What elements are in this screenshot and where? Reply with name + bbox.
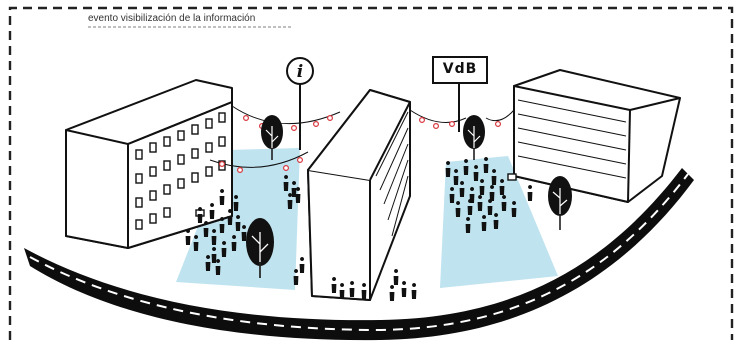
person-figure xyxy=(295,187,301,203)
person-figure xyxy=(219,189,225,205)
person-figure xyxy=(205,255,211,271)
info-sign xyxy=(286,57,314,85)
road-markings xyxy=(29,173,689,332)
person-figure xyxy=(211,229,217,245)
person-figure xyxy=(487,199,493,215)
person-figure xyxy=(339,283,345,299)
person-figure xyxy=(233,195,239,211)
person-figure xyxy=(209,203,215,219)
person-figure xyxy=(241,225,247,241)
person-figure xyxy=(493,213,499,229)
building-left-windows xyxy=(135,112,226,230)
person-figure xyxy=(473,165,479,181)
info-sign-label: i xyxy=(296,62,304,82)
tree-3 xyxy=(246,218,274,278)
person-figure xyxy=(193,235,199,251)
billboard xyxy=(432,56,488,84)
person-figure xyxy=(291,181,297,197)
person-figure xyxy=(401,281,407,297)
person-figure xyxy=(203,221,209,237)
dashed-border xyxy=(8,6,734,340)
person-figure xyxy=(481,215,487,231)
person-figure xyxy=(219,217,225,233)
person-figure xyxy=(331,277,337,293)
tree-4 xyxy=(548,176,572,230)
people-crowd xyxy=(185,157,533,301)
projection-area-right xyxy=(440,156,558,288)
person-figure xyxy=(449,187,455,203)
person-figure xyxy=(299,257,305,273)
person-figure xyxy=(287,193,293,209)
person-figure xyxy=(231,235,237,251)
person-figure xyxy=(511,201,517,217)
person-figure xyxy=(185,229,191,245)
person-figure xyxy=(215,259,221,275)
person-figure xyxy=(361,283,367,299)
billboard-label: VdB xyxy=(442,61,478,77)
projector-right xyxy=(507,173,517,181)
person-figure xyxy=(455,201,461,217)
person-figure xyxy=(211,247,217,263)
person-figure xyxy=(393,269,399,285)
building-right xyxy=(513,69,681,203)
person-figure xyxy=(459,181,465,197)
person-figure xyxy=(527,185,533,201)
person-figure xyxy=(235,215,241,231)
tree-2 xyxy=(463,115,485,160)
person-figure xyxy=(221,241,227,257)
person-figure xyxy=(349,281,355,297)
tree-1 xyxy=(261,115,283,160)
person-figure xyxy=(491,169,497,185)
building-left xyxy=(65,79,233,249)
person-figure xyxy=(227,209,233,225)
person-figure xyxy=(197,207,203,223)
person-figure xyxy=(283,175,289,191)
person-figure xyxy=(465,217,471,233)
road xyxy=(24,168,694,341)
person-figure xyxy=(467,199,473,215)
person-figure xyxy=(499,179,505,195)
person-figure xyxy=(469,187,475,203)
caption: evento visibilización de la información xyxy=(88,13,256,24)
person-figure xyxy=(463,159,469,175)
person-figure xyxy=(411,283,417,299)
person-figure xyxy=(489,185,495,201)
person-figure xyxy=(445,161,451,177)
person-figure xyxy=(479,179,485,195)
person-figure xyxy=(501,195,507,211)
person-figure xyxy=(453,169,459,185)
person-figure xyxy=(293,269,299,285)
person-figure xyxy=(483,157,489,173)
building-center xyxy=(307,89,411,301)
lanterns xyxy=(219,114,502,174)
person-figure xyxy=(389,285,395,301)
person-figure xyxy=(477,195,483,211)
